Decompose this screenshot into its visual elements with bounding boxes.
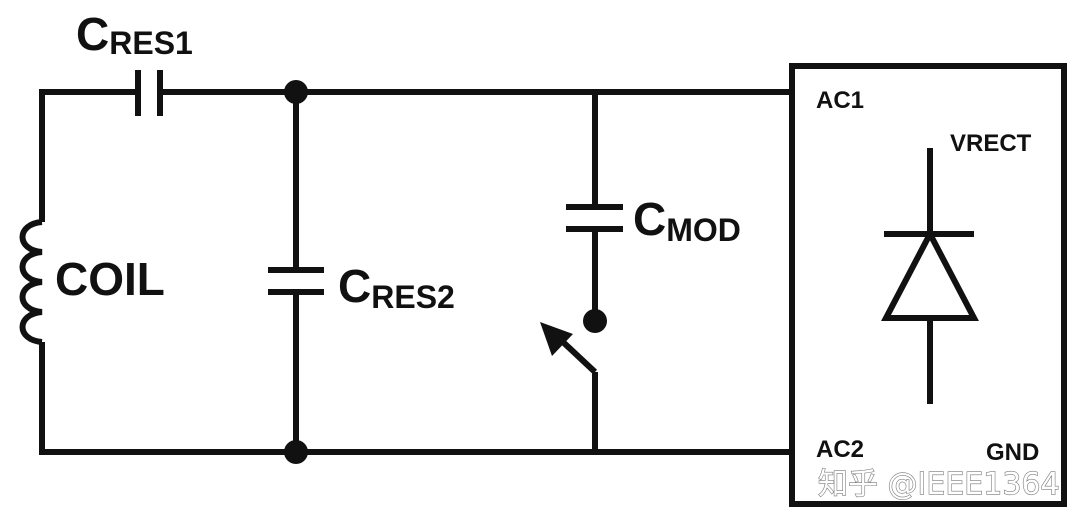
rectifier-box <box>789 63 1067 507</box>
label-cres2: CRES2 <box>338 260 455 315</box>
label-vrect: VRECT <box>950 130 1032 157</box>
capacitor-cres2 <box>268 267 324 295</box>
watermark: 知乎 @IEEE1364 <box>818 467 1060 502</box>
label-ac2: AC2 <box>816 436 864 463</box>
switch-arrow-icon <box>540 322 573 356</box>
capacitor-cres1 <box>135 70 163 116</box>
switch-contact-dot <box>583 309 607 333</box>
label-coil: COIL <box>55 253 165 305</box>
coil-inductor <box>19 219 43 345</box>
junction-dot <box>284 440 308 464</box>
label-cres1: CRES1 <box>76 8 193 61</box>
label-cmod: CMOD <box>633 193 741 248</box>
junction-dot <box>284 80 308 104</box>
capacitor-cmod <box>566 204 623 232</box>
label-gnd: GND <box>986 439 1039 466</box>
label-ac1: AC1 <box>816 87 864 114</box>
rectifier-diode <box>881 148 979 404</box>
